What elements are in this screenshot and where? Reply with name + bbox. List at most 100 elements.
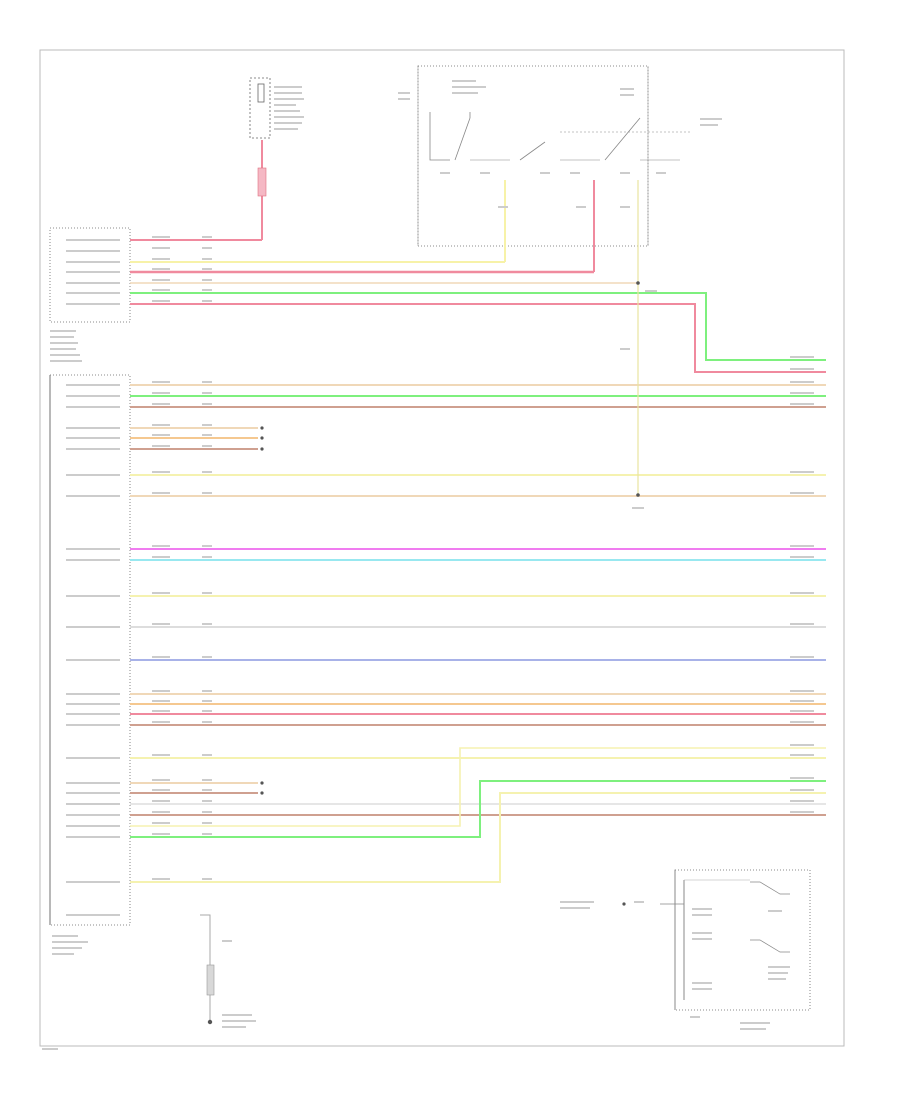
wire-label <box>202 236 212 238</box>
wire-color-label <box>790 710 814 712</box>
wire-label <box>152 700 170 702</box>
wire-green-run <box>130 292 826 361</box>
wire-label <box>202 381 212 383</box>
wire-label <box>152 710 170 712</box>
wire-label <box>202 392 212 394</box>
wire-label <box>202 710 212 712</box>
wire-color-label <box>790 690 814 692</box>
module-description-lines <box>50 330 88 955</box>
wire-label <box>152 690 170 692</box>
splice-icon <box>636 281 640 285</box>
pin-label <box>66 395 120 397</box>
wire-label <box>152 779 170 781</box>
wire-color-label <box>790 777 814 779</box>
wire-label <box>152 381 170 383</box>
footer-code <box>42 1048 58 1050</box>
wire-label <box>202 878 212 880</box>
ground-wire <box>200 914 256 1028</box>
pin-label <box>66 384 120 386</box>
wire-label <box>202 424 212 426</box>
wire-label <box>152 592 170 594</box>
wire-label <box>202 445 212 447</box>
wire-color-label <box>790 545 814 547</box>
wire-label <box>152 403 170 405</box>
wire-yellow-cross <box>130 747 826 827</box>
wire-label <box>202 700 212 702</box>
body-control-module <box>49 227 131 955</box>
wire-label <box>152 279 170 281</box>
wire-color-label <box>790 656 814 658</box>
wire-label <box>202 656 212 658</box>
wire-label <box>152 392 170 394</box>
wire-label <box>152 289 170 291</box>
wire-label <box>202 434 212 436</box>
pin-label <box>66 559 120 561</box>
wire-color-label <box>790 392 814 394</box>
wire-red-run <box>130 303 826 373</box>
pin-label <box>66 474 120 476</box>
wire-label <box>202 811 212 813</box>
wire-label <box>202 403 212 405</box>
fuse-block-top <box>249 77 304 240</box>
instrument-panel-block <box>560 869 811 1030</box>
wire-label <box>152 878 170 880</box>
wire-label <box>152 754 170 756</box>
wire-label <box>202 471 212 473</box>
fuse-icon <box>206 964 215 996</box>
wire-label <box>202 833 212 835</box>
wire-color-label <box>790 789 814 791</box>
wire-label <box>202 592 212 594</box>
pin-label <box>66 250 120 252</box>
wire-color-label <box>790 700 814 702</box>
pin-label <box>66 825 120 827</box>
wire-label <box>202 492 212 494</box>
wire-yellow-long <box>130 792 826 883</box>
pin-label <box>66 757 120 759</box>
wire-label <box>202 279 212 281</box>
pin-label <box>66 703 120 705</box>
wire-color-label <box>790 592 814 594</box>
pin-label <box>66 239 120 241</box>
wire-color-label <box>790 623 814 625</box>
wire-label <box>152 424 170 426</box>
connector-arrow-icon <box>260 426 264 430</box>
wire-label <box>202 754 212 756</box>
wire-label <box>152 434 170 436</box>
wire-label <box>152 556 170 558</box>
wire-label <box>202 779 212 781</box>
fuse-icon <box>257 167 267 197</box>
connector-arrow-icon <box>622 902 626 906</box>
ignition-switch-label-lines <box>398 80 722 126</box>
wire-color-label <box>790 556 814 558</box>
pin-label <box>66 881 120 883</box>
wire-color-label <box>790 471 814 473</box>
pin-label <box>66 792 120 794</box>
fuse-block-top-text-lines <box>274 86 304 130</box>
connector-arrow-icon <box>260 447 264 451</box>
pin-label <box>66 437 120 439</box>
pin-label <box>66 292 120 294</box>
wire-label <box>202 545 212 547</box>
pin-label <box>66 406 120 408</box>
wire-color-label <box>790 744 814 746</box>
wire-label <box>202 623 212 625</box>
pin-label <box>66 659 120 661</box>
wire-label <box>152 656 170 658</box>
wire-color-label <box>790 492 814 494</box>
wire-label <box>202 556 212 558</box>
wire-label <box>152 811 170 813</box>
wire-label <box>152 300 170 302</box>
wire-label <box>152 471 170 473</box>
wire-label <box>202 247 212 249</box>
wire-color-label <box>790 403 814 405</box>
wire-label <box>152 789 170 791</box>
wire-label <box>202 822 212 824</box>
pin-label <box>66 724 120 726</box>
wire-label <box>152 445 170 447</box>
wire-green-cross <box>130 780 826 838</box>
wire-label <box>152 721 170 723</box>
wire-label <box>152 833 170 835</box>
wire-label <box>202 268 212 270</box>
connector-arrow-icon <box>260 436 264 440</box>
